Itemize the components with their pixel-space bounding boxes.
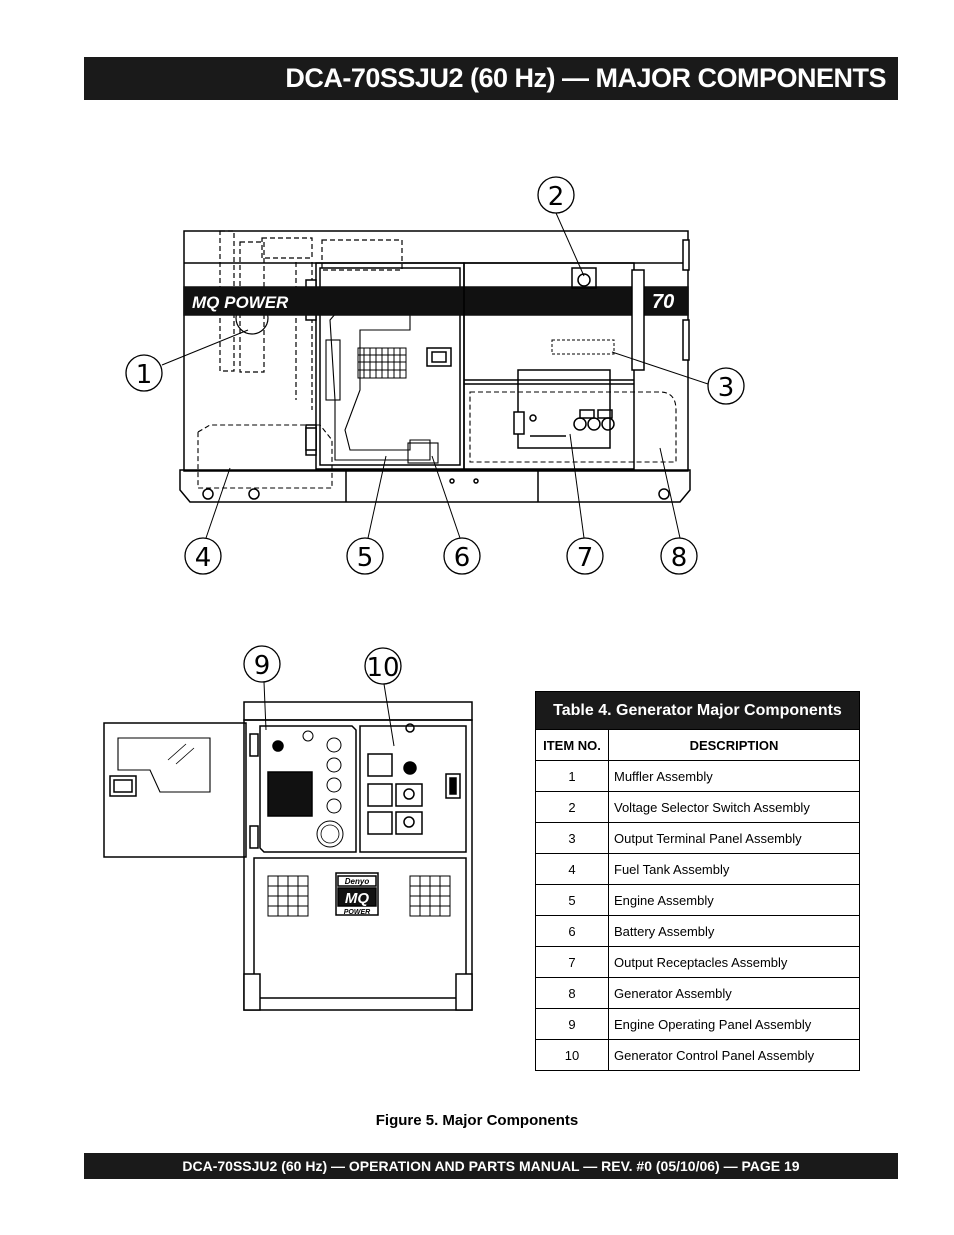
callout-5: 5 — [357, 543, 374, 573]
item-number: 8 — [535, 977, 609, 1009]
callout-3: 3 — [718, 373, 735, 403]
callout-2: 2 — [548, 182, 565, 212]
item-number: 1 — [535, 760, 609, 792]
item-description: Output Receptacles Assembly — [608, 946, 860, 978]
item-number: 4 — [535, 853, 609, 885]
page-title-bar: DCA-70SSJU2 (60 Hz) — MAJOR COMPONENTS — [84, 57, 898, 100]
item-number: 5 — [535, 884, 609, 916]
item-description: Output Terminal Panel Assembly — [608, 822, 860, 854]
item-number: 3 — [535, 822, 609, 854]
engine-grille — [357, 347, 407, 379]
leader-lines-upper — [161, 212, 709, 539]
item-number: 10 — [535, 1039, 609, 1071]
generator-side-view — [179, 230, 691, 503]
brand-logo-text: MQ POWER — [192, 293, 289, 312]
figure-caption: Figure 5. Major Components — [375, 1112, 579, 1129]
panel-logo-mq: MQ — [345, 890, 369, 907]
callouts-upper — [125, 176, 745, 575]
callout-4: 4 — [195, 543, 212, 573]
item-number: 6 — [535, 915, 609, 947]
control-panel-view — [103, 701, 473, 1011]
components-table: Table 4. Generator Major Components ITEM… — [535, 691, 860, 1071]
table-caption: Table 4. Generator Major Components — [535, 691, 860, 730]
column-header-item: ITEM NO. — [535, 729, 609, 761]
item-description: Muffler Assembly — [608, 760, 860, 792]
item-number: 9 — [535, 1008, 609, 1040]
callout-9: 9 — [254, 651, 271, 681]
item-description: Voltage Selector Switch Assembly — [608, 791, 860, 823]
item-description: Generator Assembly — [608, 977, 860, 1009]
callout-6: 6 — [454, 543, 471, 573]
callout-7: 7 — [577, 543, 594, 573]
page-title: DCA-70SSJU2 (60 Hz) — MAJOR COMPONENTS — [285, 63, 886, 93]
item-description: Battery Assembly — [608, 915, 860, 947]
panel-logo-denyo: Denyo — [345, 877, 370, 886]
callout-10: 10 — [366, 653, 399, 683]
item-number: 2 — [535, 791, 609, 823]
callout-1: 1 — [136, 360, 153, 390]
column-header-description: DESCRIPTION — [608, 729, 860, 761]
model-badge: 70 — [652, 291, 674, 313]
item-number: 7 — [535, 946, 609, 978]
callout-8: 8 — [671, 543, 688, 573]
page-footer: DCA-70SSJU2 (60 Hz) — OPERATION AND PART… — [84, 1153, 898, 1179]
item-description: Generator Control Panel Assembly — [608, 1039, 860, 1071]
footer-text: DCA-70SSJU2 (60 Hz) — OPERATION AND PART… — [182, 1158, 800, 1174]
item-description: Engine Assembly — [608, 884, 860, 916]
item-description: Fuel Tank Assembly — [608, 853, 860, 885]
leader-lines-lower — [263, 681, 395, 747]
item-description: Engine Operating Panel Assembly — [608, 1008, 860, 1040]
callouts-lower — [243, 645, 402, 685]
panel-logo-power: POWER — [344, 909, 370, 916]
